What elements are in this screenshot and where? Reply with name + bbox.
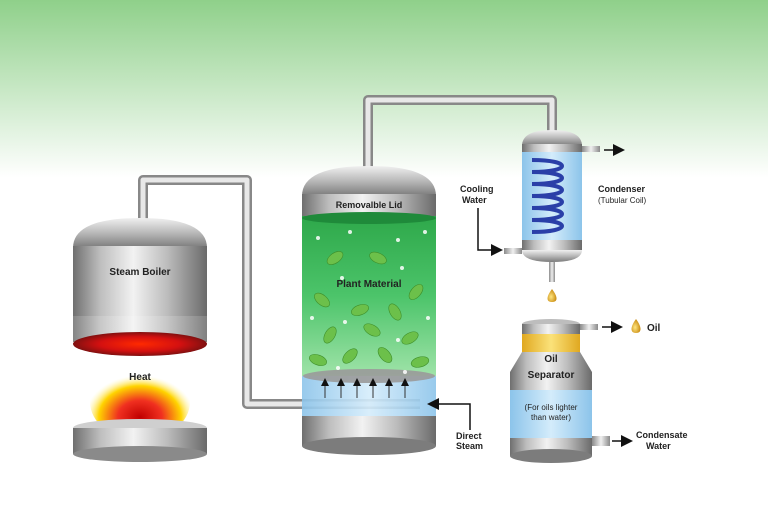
condenser-sub-label: (Tubular Coil) (598, 196, 646, 205)
cooling-water-callout: Cooling Water (460, 184, 503, 256)
cooling-water-label-1: Cooling (460, 184, 494, 194)
removable-lid-label: Removalble Lid (336, 200, 403, 210)
steam-grid (321, 378, 409, 398)
condenser-label: Condenser (598, 184, 646, 194)
condensate-label-2: Water (646, 441, 671, 451)
direct-steam-label-2: Steam (456, 441, 483, 451)
oil-output: Oil (602, 319, 661, 334)
heat-source: Heat (73, 364, 207, 462)
condenser: Condenser (Tubular Coil) (504, 130, 646, 302)
direct-steam-label-1: Direct (456, 431, 482, 441)
steam-boiler-label: Steam Boiler (109, 267, 170, 278)
oil-separator: Oil Separator (For oils lighter than wat… (510, 319, 610, 463)
oil-label: Oil (647, 323, 661, 334)
oil-drop-icon (547, 289, 557, 302)
separator-label-1: Oil (544, 354, 558, 365)
distillation-still: Removalble Lid (302, 166, 436, 455)
direct-steam-callout: Direct Steam (427, 398, 483, 451)
cooling-water-label-2: Water (462, 195, 487, 205)
plant-material-label: Plant Material (336, 279, 401, 290)
condensate-output: Condensate Water (612, 430, 688, 451)
oil-output-drop-icon (631, 319, 641, 333)
condensate-label-1: Condensate (636, 430, 688, 440)
separator-note-2: than water) (531, 413, 571, 422)
condenser-coil (531, 158, 564, 234)
bubbles (310, 230, 430, 374)
separator-note-1: (For oils lighter (525, 403, 578, 412)
steam-boiler: Steam Boiler (73, 218, 207, 356)
leaves (309, 251, 430, 368)
heat-label: Heat (129, 372, 151, 383)
separator-label-2: Separator (528, 370, 575, 381)
